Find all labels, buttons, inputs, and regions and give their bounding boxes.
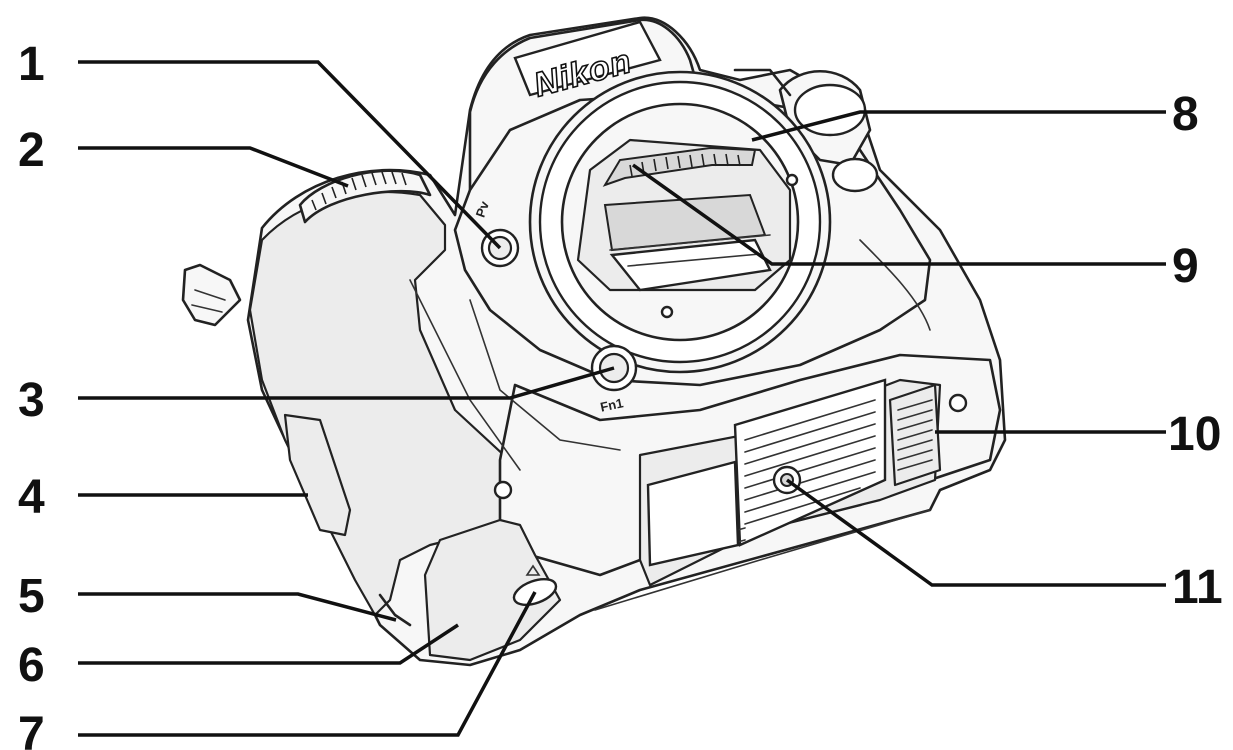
leader-7 xyxy=(78,591,537,737)
pv-mark: Pv xyxy=(473,199,493,220)
callout-2: 2 xyxy=(18,124,45,177)
strap-lug xyxy=(181,263,242,327)
callout-9: 9 xyxy=(1172,240,1199,293)
leader-2 xyxy=(78,146,349,188)
callout-8: 8 xyxy=(1172,88,1199,141)
strap-screw xyxy=(948,393,968,413)
leader-9 xyxy=(631,163,1166,266)
callout-6: 6 xyxy=(18,639,45,692)
right-vent-slots xyxy=(897,399,933,471)
leader-11 xyxy=(785,478,1166,587)
vent-slots xyxy=(699,399,876,553)
leader-3 xyxy=(78,366,615,400)
callout-5: 5 xyxy=(18,570,45,623)
fn1-label: Fn1 xyxy=(599,395,625,414)
callout-4: 4 xyxy=(18,471,45,524)
callout-11: 11 xyxy=(1172,561,1223,614)
callout-10: 10 xyxy=(1168,408,1221,461)
cpu-contacts xyxy=(602,146,757,187)
mirror-box xyxy=(576,138,792,292)
leader-1 xyxy=(78,60,502,250)
callout-7: 7 xyxy=(18,708,45,750)
leader-5 xyxy=(78,592,397,622)
battery-chamber-cover xyxy=(423,518,562,662)
leader-6 xyxy=(78,623,459,665)
lens-mount xyxy=(528,70,832,374)
callout-numbers: 1 2 3 4 5 6 7 8 9 10 11 xyxy=(18,38,1223,750)
callout-1: 1 xyxy=(18,38,45,91)
camera-body: Nikon xyxy=(181,16,1007,667)
leader-lines xyxy=(78,60,1166,737)
callout-3: 3 xyxy=(18,374,45,427)
leader-8 xyxy=(751,110,1166,142)
